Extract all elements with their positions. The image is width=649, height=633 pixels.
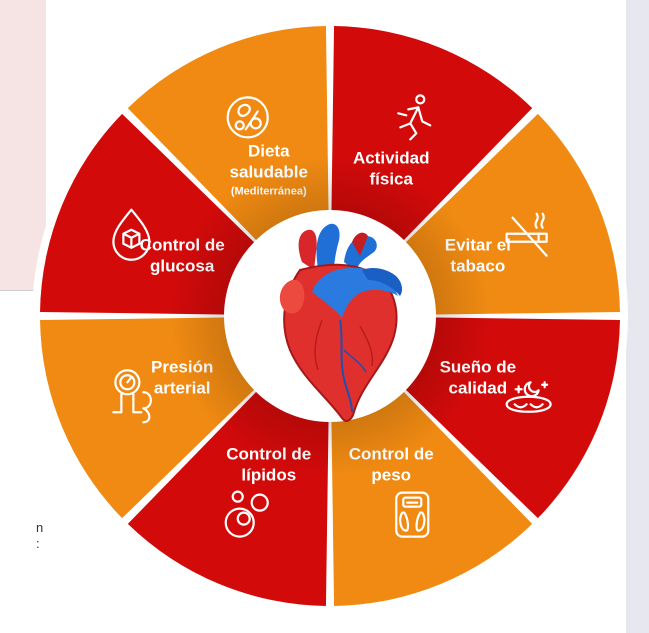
no-smoking-icon <box>505 212 548 257</box>
left-snippet-line-1: n <box>36 520 44 535</box>
blood-pressure-gauge-icon <box>112 369 152 424</box>
left-pink-panel <box>0 0 46 290</box>
segment-label-line: Dieta <box>248 141 290 160</box>
scale-icon <box>395 491 430 538</box>
left-divider <box>0 290 46 291</box>
sugar-cube-drop-icon <box>112 208 151 261</box>
left-text-snippet: n : <box>36 520 43 552</box>
right-side-panel <box>626 0 649 633</box>
segment-label-line: lípidos <box>241 465 296 484</box>
healthy-food-icon <box>226 96 269 139</box>
segment-label-line: peso <box>371 465 411 484</box>
running-person-icon <box>397 94 432 141</box>
sleep-mask-icon <box>505 381 552 413</box>
segment-icons <box>112 94 552 538</box>
lipid-bubbles-icon <box>224 490 269 538</box>
anatomical-heart-icon <box>279 223 403 422</box>
left-snippet-line-2: : <box>36 536 40 551</box>
